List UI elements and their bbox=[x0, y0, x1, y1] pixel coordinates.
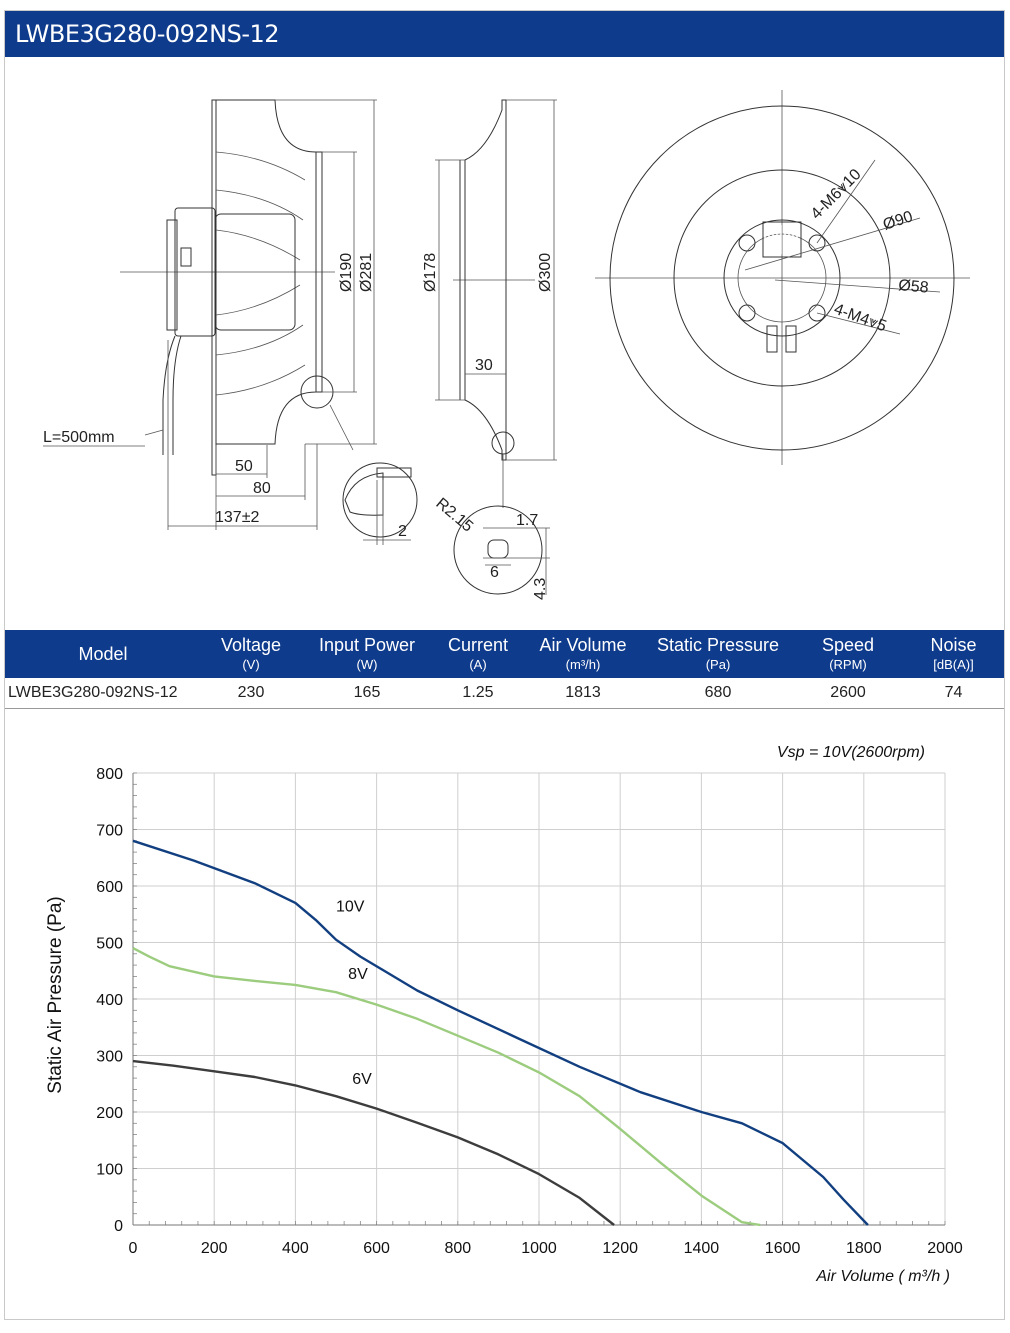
y-tick-label: 200 bbox=[96, 1105, 123, 1122]
dim-50-label: 50 bbox=[235, 458, 253, 475]
dim-r215-label: R2.15 bbox=[432, 495, 476, 536]
y-tick-label: 700 bbox=[96, 823, 123, 840]
dim-178-label: Ø178 bbox=[422, 253, 439, 292]
dim-30-label: 30 bbox=[475, 357, 493, 374]
y-tick-label: 400 bbox=[96, 992, 123, 1009]
front-view-drawing: 4-M6⩔10 Ø90 Ø58 4-M4⩔5 bbox=[595, 90, 970, 465]
x-tick-label: 1800 bbox=[846, 1240, 882, 1257]
cell-current: 1.25 bbox=[433, 678, 523, 709]
table-row: LWBE3G280-092NS-12 230 165 1.25 1813 680… bbox=[5, 678, 1004, 709]
x-tick-label: 1000 bbox=[521, 1240, 557, 1257]
dim-90-label: Ø90 bbox=[881, 208, 915, 234]
series-line-8v bbox=[132, 947, 761, 1227]
chart-series: 10V 8V 6V bbox=[132, 839, 869, 1227]
inlet-ring-drawing: Ø178 Ø300 30 R2.15 1.7 6 4.3 bbox=[422, 99, 557, 600]
series-label: 6V bbox=[352, 1071, 372, 1088]
x-tick-label: 1600 bbox=[765, 1240, 801, 1257]
dim-300-label: Ø300 bbox=[537, 253, 554, 292]
dim-2-label: 2 bbox=[398, 523, 407, 540]
col-input-power: Input Power(W) bbox=[301, 630, 433, 678]
x-axis-label: Air Volume ( m³/h ) bbox=[815, 1268, 950, 1285]
x-tick-label: 800 bbox=[444, 1240, 471, 1257]
spec-header-row: Model Voltage(V) Input Power(W) Current(… bbox=[5, 630, 1004, 678]
cell-input-power: 165 bbox=[301, 678, 433, 709]
dim-m6-label: 4-M6⩔10 bbox=[808, 166, 865, 223]
dim-43-label: 4.3 bbox=[532, 578, 549, 600]
x-tick-label: 600 bbox=[363, 1240, 390, 1257]
series-label: 8V bbox=[348, 966, 368, 983]
dim-137-label: 137±2 bbox=[215, 509, 259, 526]
col-static-pressure: Static Pressure(Pa) bbox=[643, 630, 793, 678]
col-voltage: Voltage(V) bbox=[201, 630, 301, 678]
y-tick-label: 500 bbox=[96, 936, 123, 953]
dim-80-label: 80 bbox=[253, 480, 271, 497]
cable-length-label: L=500mm bbox=[43, 429, 115, 446]
dim-17-label: 1.7 bbox=[516, 512, 538, 529]
cell-noise: 74 bbox=[903, 678, 1004, 709]
spec-table: Model Voltage(V) Input Power(W) Current(… bbox=[5, 630, 1004, 709]
dim-58-label: Ø58 bbox=[898, 277, 930, 297]
y-tick-label: 600 bbox=[96, 879, 123, 896]
cell-speed: 2600 bbox=[793, 678, 903, 709]
y-tick-label: 300 bbox=[96, 1049, 123, 1066]
cell-model: LWBE3G280-092NS-12 bbox=[5, 678, 201, 709]
x-tick-label: 1200 bbox=[602, 1240, 638, 1257]
chart-annotation: Vsp = 10V(2600rpm) bbox=[777, 744, 925, 761]
series-label: 10V bbox=[336, 898, 365, 915]
dim-m4-label: 4-M4⩔5 bbox=[832, 301, 889, 336]
x-tick-label: 0 bbox=[129, 1240, 138, 1257]
title-bar: LWBE3G280-092NS-12 bbox=[5, 11, 1004, 57]
col-current: Current(A) bbox=[433, 630, 523, 678]
side-view-drawing: L=500mm 50 80 137±2 Ø190 Ø281 2 bbox=[43, 99, 418, 545]
x-tick-label: 1400 bbox=[684, 1240, 720, 1257]
y-tick-label: 800 bbox=[96, 766, 123, 783]
cell-air-volume: 1813 bbox=[523, 678, 643, 709]
col-model: Model bbox=[5, 630, 201, 678]
y-tick-label: 100 bbox=[96, 1162, 123, 1179]
page-frame bbox=[4, 10, 1005, 1320]
series-line-10v bbox=[132, 839, 869, 1226]
cell-voltage: 230 bbox=[201, 678, 301, 709]
dim-281-label: Ø281 bbox=[358, 253, 375, 292]
chart-grid bbox=[132, 772, 946, 1226]
y-tick-label: 0 bbox=[114, 1218, 123, 1235]
x-tick-label: 400 bbox=[282, 1240, 309, 1257]
col-noise: Noise[dB(A)] bbox=[903, 630, 1004, 678]
cell-static-pressure: 680 bbox=[643, 678, 793, 709]
page-title: LWBE3G280-092NS-12 bbox=[15, 20, 280, 48]
dim-190-label: Ø190 bbox=[338, 253, 355, 292]
technical-drawings: L=500mm 50 80 137±2 Ø190 Ø281 2 bbox=[43, 90, 970, 600]
dim-6-label: 6 bbox=[490, 564, 499, 581]
col-speed: Speed(RPM) bbox=[793, 630, 903, 678]
x-tick-label: 2000 bbox=[927, 1240, 963, 1257]
performance-chart: 0 200 400 600 800 1000 1200 1400 1600 1800 2000 0 10… bbox=[45, 744, 963, 1285]
col-air-volume: Air Volume(m³/h) bbox=[523, 630, 643, 678]
y-axis-label: Static Air Pressure (Pa) bbox=[45, 896, 66, 1093]
chart-axes: 0 200 400 600 800 1000 1200 1400 1600 1800 2000 0 10… bbox=[96, 766, 963, 1257]
series-line-6v bbox=[132, 1059, 615, 1226]
x-tick-label: 200 bbox=[201, 1240, 228, 1257]
